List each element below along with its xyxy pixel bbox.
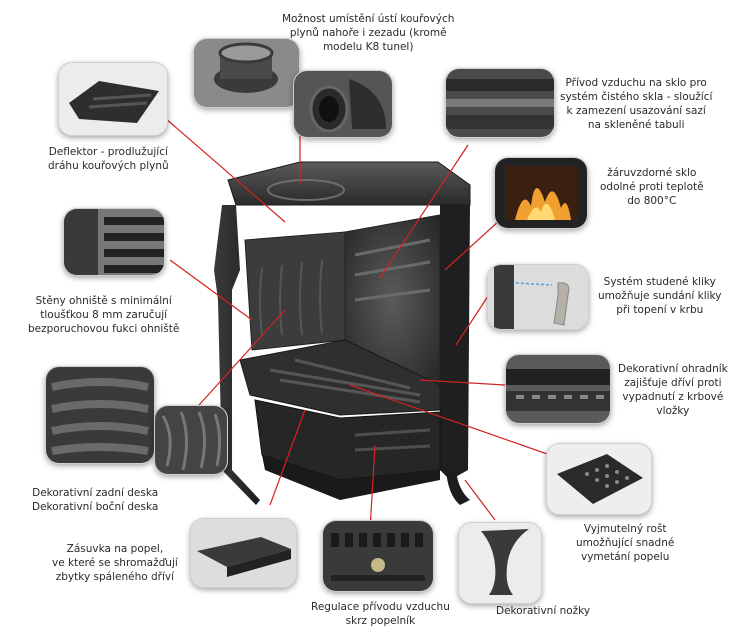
leader-glass [444,219,501,271]
thumb-flue-back [293,70,393,138]
thumb-air-supply [445,68,555,138]
thumb-feet [458,522,542,604]
leader-plates [189,309,286,416]
label-feet: Dekorativní nožky [496,605,591,617]
label-ash-drawer: Zásuvka na popel,ve které se shromažďují… [52,543,178,583]
leader-walls [169,259,253,321]
stove-front-frame [440,205,470,480]
leader-ash-drawer [269,409,306,506]
leader-deflector [164,117,286,223]
leader-handle [455,289,493,346]
thumb-ash-drawer [190,518,297,588]
thumb-glass [494,157,588,229]
thumb-fender [505,354,611,424]
leader-feet [464,479,496,521]
leader-fender [419,379,506,386]
thumb-grate [546,443,652,515]
leader-grate [349,384,551,456]
thumb-side-plate [154,405,228,475]
thumb-back-plate [45,366,155,464]
thumb-walls [63,208,165,276]
thumb-deflector [58,62,168,136]
thumb-flue-top [193,38,300,108]
stove-leg-right [446,470,470,505]
thumb-handle [487,264,589,330]
leader-air-supply [379,144,469,279]
leader-air-regulation [369,444,376,531]
stove-bottom [262,455,440,500]
stove-top-outlet [267,179,345,201]
thumb-air-regulation [322,520,434,592]
